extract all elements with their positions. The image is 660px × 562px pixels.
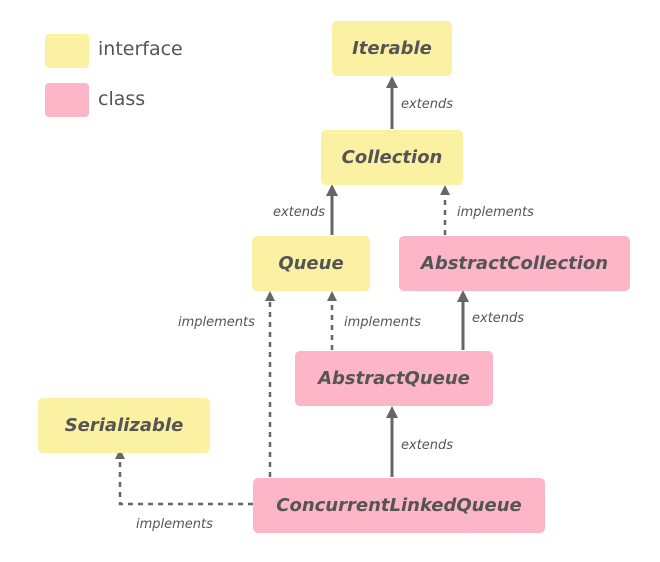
edge-label-clq-serializable: implements [136, 517, 213, 532]
legend-class-label: class [98, 88, 146, 110]
node-concurrent-linked-queue: ConcurrentLinkedQueue [253, 478, 545, 533]
legend-interface-label: interface [98, 38, 183, 60]
edge-label-abstractqueue-abstractcollection: extends [472, 311, 525, 326]
edge-label-collection-iterable: extends [401, 97, 454, 112]
legend-class-swatch [45, 83, 89, 117]
edge-label-clq-abstractqueue: extends [401, 438, 454, 453]
edge-label-clq-queue: implements [178, 315, 255, 330]
node-serializable: Serializable [38, 398, 210, 453]
edge-label-abstractcollection-collection: implements [457, 205, 534, 220]
edge-label-abstractqueue-queue: implements [344, 315, 421, 330]
legend-interface-swatch [45, 34, 89, 68]
edge-clq-serializable [115, 449, 253, 506]
edge-label-queue-collection: extends [273, 205, 326, 220]
node-collection: Collection [321, 130, 463, 185]
node-abstract-queue: AbstractQueue [295, 351, 493, 406]
node-abstract-collection: AbstractCollection [399, 236, 630, 291]
node-queue: Queue [252, 236, 370, 291]
node-iterable: Iterable [332, 21, 452, 76]
